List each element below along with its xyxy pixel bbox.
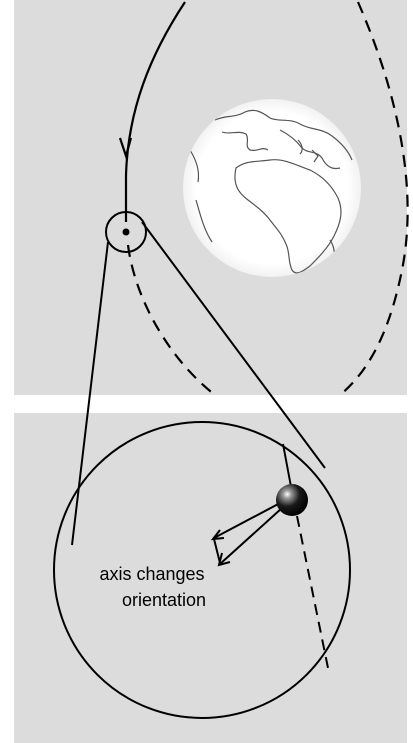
orbit-path-solid	[124, 1, 186, 222]
zoom-line-left	[71, 241, 109, 546]
zoom-line-right	[141, 221, 326, 469]
orbit-path-dashed-lower	[126, 244, 216, 396]
axis-arrows	[210, 501, 283, 567]
caption-line-1: axis changes	[99, 564, 204, 584]
earth-globe-icon	[183, 99, 361, 277]
zoom-detail-circle	[53, 421, 351, 719]
caption-line-2: orientation	[122, 590, 206, 610]
bottom-panel	[14, 413, 407, 743]
orbit-segment-dashed	[296, 515, 329, 669]
trajectory-arrow-icon	[118, 137, 133, 160]
orbit-segment-solid	[282, 443, 293, 493]
satellite-sphere-icon	[276, 484, 308, 516]
satellite-dot-small	[122, 228, 130, 236]
zoom-source-circle	[105, 211, 147, 253]
